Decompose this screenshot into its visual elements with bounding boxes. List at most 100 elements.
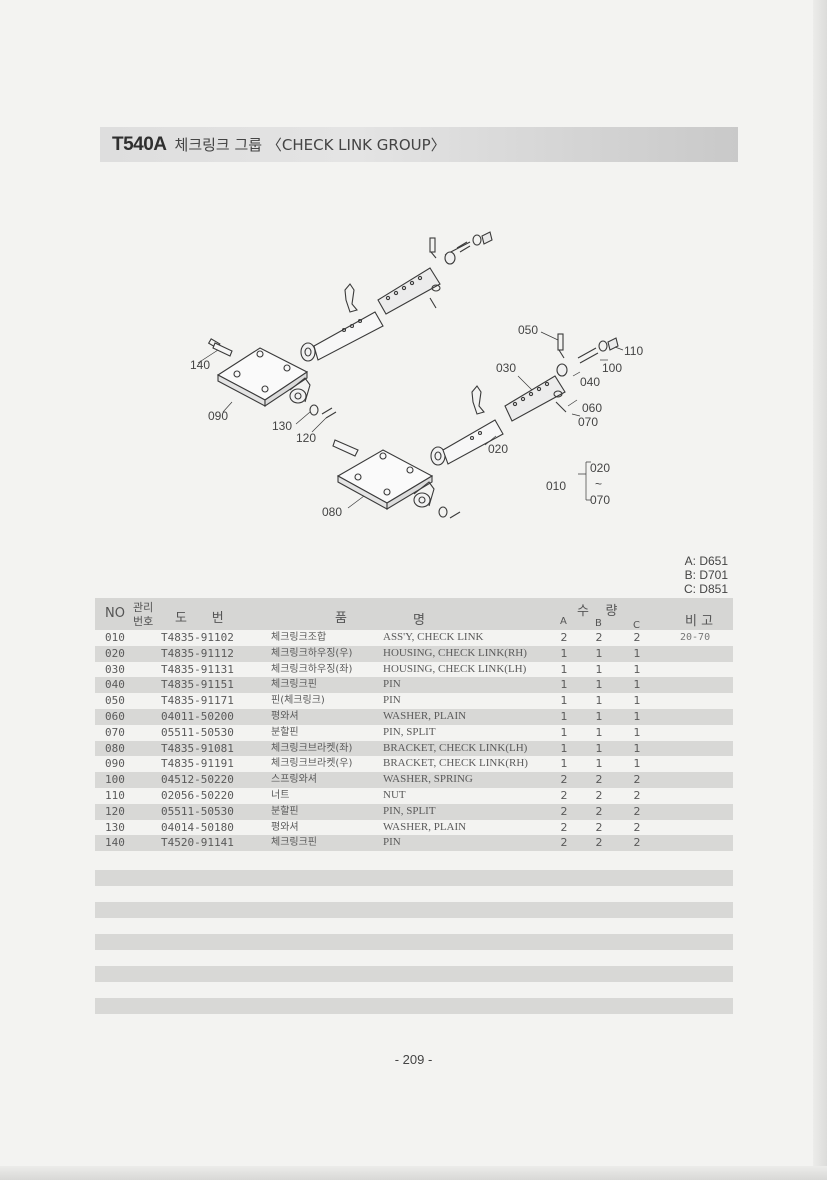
callout-050: 050 [518,323,538,337]
korean-name: 너트 [271,789,290,801]
english-name: ASS'Y, CHECK LINK [383,631,484,643]
english-name: WASHER, PLAIN [383,709,467,722]
header-remarks: 비 고 [685,614,714,629]
split-pin-120-shape [321,407,337,419]
qty-a: 1 [560,709,568,723]
korean-name: 분할핀 [271,805,299,817]
callout-030: 030 [496,361,516,375]
callout-080: 080 [322,505,342,519]
drawing-number: T4520-91141 [161,836,234,850]
drawing-number: T4835-91081 [161,741,234,755]
qty-a: 2 [560,820,568,834]
korean-name: 분할핀 [271,726,299,738]
english-name: HOUSING, CHECK LINK(RH) [383,646,527,659]
qty-c: 1 [633,741,641,755]
blank-row [95,870,733,886]
title-bar: T540A 체크링크 그룹 〈CHECK LINK GROUP〉 [100,127,738,162]
part-no-cell: 030 [105,662,125,676]
page-number: - 209 - [394,1052,433,1067]
model-legend: A: D651 B: D701 C: D851 [600,554,728,596]
drawing-number: 05511-50530 [161,804,234,818]
table-row: 060 04011-50200 평와셔 WASHER, PLAIN 1 1 1 [95,708,733,725]
callout-130: 130 [272,419,292,433]
header-part-no: 도 번 [175,611,224,626]
drawing-number: 04512-50220 [161,773,234,787]
qty-a: 1 [560,694,568,708]
range-tilde: ~ [595,477,602,491]
check-link-upper-shape [300,231,493,362]
qty-b: 2 [595,631,603,644]
table-header: NO 관리 번호 도 번 품 명 수 량 A B C 비 고 [95,598,733,631]
english-name: NUT [383,788,406,801]
qty-c: 1 [633,757,641,771]
part-no-cell: 050 [105,694,125,708]
header-no: NO [105,606,125,621]
qty-a: 1 [560,662,568,676]
qty-c: 2 [633,788,641,802]
blank-row [95,934,733,950]
part-no-cell: 020 [105,646,125,660]
korean-name: 체크링크브라켓(좌) [271,742,353,754]
qty-a: 1 [560,757,568,771]
qty-a: 1 [560,741,568,755]
qty-b: 2 [595,788,603,802]
english-name: HOUSING, CHECK LINK(LH) [383,662,527,675]
qty-b: 1 [595,678,603,692]
korean-name: 체크링크브라켓(우) [271,758,353,770]
header-qty-c: C [633,620,640,631]
callout-120: 120 [296,431,316,445]
drawing-number: T4835-91191 [161,757,234,771]
header-qty-a: A [560,616,567,627]
english-name: PIN, SPLIT [383,804,436,817]
korean-name: 체크링크핀 [271,837,317,849]
part-no-cell: 080 [105,741,125,755]
part-no-cell: 100 [105,773,125,787]
qty-b: 1 [595,709,603,723]
korean-name: 평와셔 [271,710,299,722]
qty-c: 2 [633,631,641,644]
qty-a: 2 [560,631,568,644]
drawing-number: T4835-91131 [161,662,234,676]
qty-b: 1 [595,662,603,676]
qty-c: 2 [633,836,641,850]
blank-row [95,998,733,1014]
qty-b: 2 [595,836,603,850]
qty-b: 2 [595,820,603,834]
qty-b: 1 [595,694,603,708]
bracket-080-shape [332,439,461,519]
drawing-number: 04014-50180 [161,820,234,834]
drawing-number: T4835-91102 [161,631,234,644]
callout-leaders [197,331,624,509]
remarks: 20-70 [680,632,711,643]
qty-a: 2 [560,773,568,787]
model-a: A: D651 [684,554,728,568]
header-name-left: 품 [335,611,347,626]
qty-a: 1 [560,646,568,660]
qty-c: 1 [633,678,641,692]
qty-c: 1 [633,709,641,723]
callout-070: 070 [578,415,598,429]
model-b: B: D701 [684,568,728,582]
header-mgmt-bottom: 번호 [133,615,154,628]
callout-020: 020 [488,442,508,456]
part-no-cell: 110 [105,788,125,802]
part-no-cell: 060 [105,709,125,723]
qty-c: 1 [633,725,641,739]
drawing-number: 04011-50200 [161,709,234,723]
table-row: 080 T4835-91081 체크링크브라켓(좌) BRACKET, CHECK L… [95,740,733,757]
korean-name: 평와셔 [271,821,299,833]
drawing-number: 05511-50530 [161,725,234,739]
pin-140-shape [207,338,233,357]
english-name: BRACKET, CHECK LINK(LH) [383,741,528,754]
group-title: 체크링크 그룹 〈CHECK LINK GROUP〉 [174,136,446,154]
qty-a: 2 [560,836,568,850]
part-no-cell: 130 [105,820,125,834]
english-name: PIN [383,694,401,707]
